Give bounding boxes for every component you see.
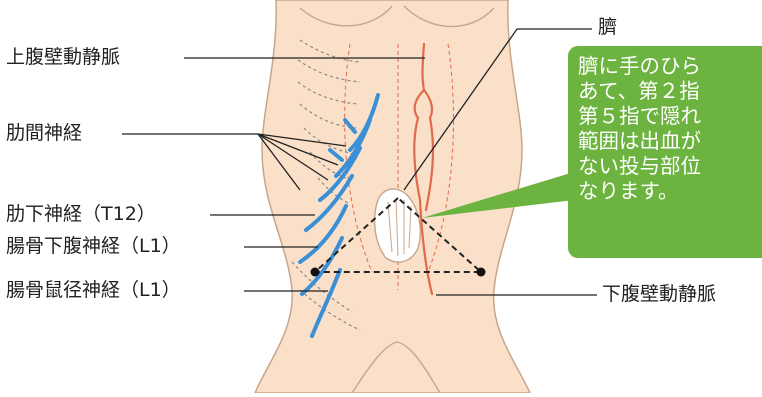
label-subcostal-nerve: 肋下神経（T12） bbox=[6, 205, 156, 224]
callout-line-2: あて、第２指 bbox=[578, 79, 762, 104]
label-ilioinguinal-nerve: 腸骨鼠径神経（L1） bbox=[6, 281, 181, 300]
callout-line-4: 範囲は出血が bbox=[578, 129, 762, 154]
label-superior-epigastric: 上腹壁動静脈 bbox=[6, 48, 120, 67]
label-inferior-epigastric: 下腹壁動静脈 bbox=[602, 285, 716, 304]
label-iliohypogastric-nerve: 腸骨下腹神経（L1） bbox=[6, 237, 181, 256]
label-navel: 臍 bbox=[598, 18, 617, 37]
triangle-vertex-left bbox=[311, 268, 320, 277]
callout-line-3: 第５指で隠れ bbox=[578, 104, 762, 129]
callout-line-6: なります。 bbox=[578, 179, 762, 204]
label-intercostal-nerve: 肋間神経 bbox=[6, 124, 82, 143]
callout-line-1: 臍に手のひら bbox=[578, 54, 762, 79]
injection-site-callout: 臍に手のひら あて、第２指 第５指で隠れ 範囲は出血が ない投与部位 なります。 bbox=[568, 46, 762, 258]
callout-line-5: ない投与部位 bbox=[578, 154, 762, 179]
triangle-vertex-right bbox=[477, 268, 486, 277]
